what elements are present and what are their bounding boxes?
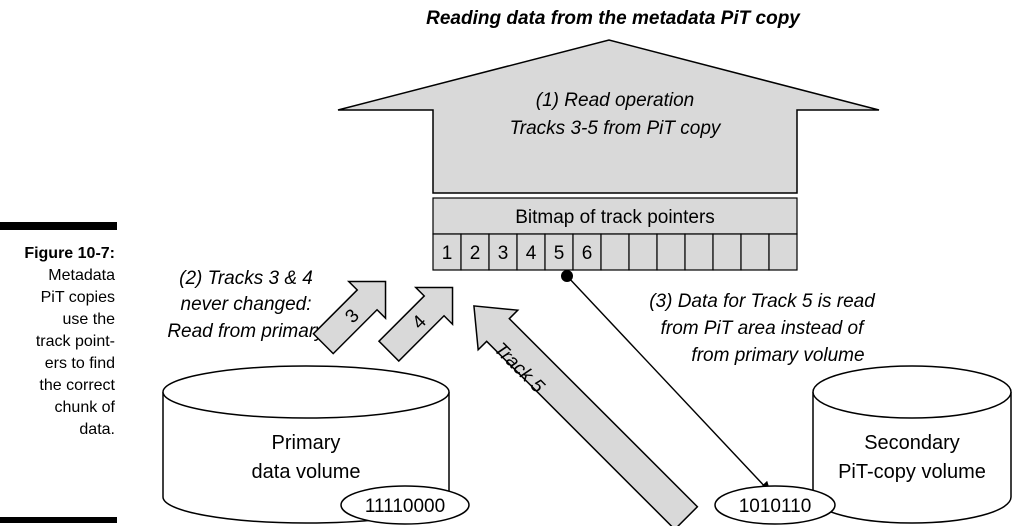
secondary-cylinder-top (812, 365, 1012, 419)
bitmap-cell-label: 1 (442, 243, 453, 264)
figure-description: Metadata PiT copies use the track point-… (35, 267, 115, 438)
bitmap-cell (656, 233, 686, 271)
diagram-title: Reading data from the metadata PiT copy (426, 8, 801, 29)
primary-volume: Primary data volume 11110000 (162, 365, 470, 525)
primary-volume-line2: data volume (252, 461, 361, 483)
caption-bottom-rule (0, 517, 117, 523)
bitmap-cell-label: 6 (582, 243, 593, 264)
primary-bits-oval (340, 485, 470, 525)
bitmap-cell-label: 3 (498, 243, 509, 264)
read-arrow-line1: (1) Read operation (536, 90, 694, 111)
note-primary-line3: Read from primary (167, 321, 326, 342)
bitmap-cell (460, 233, 490, 271)
bitmap-cell (712, 233, 742, 271)
track-4-arrow: 4 (377, 286, 454, 363)
note-pit-line2: from PiT area instead of (661, 318, 865, 339)
bitmap-cell-label: 2 (470, 243, 481, 264)
figure-label: Figure 10-7: (24, 245, 115, 262)
secondary-volume-line1: Secondary (864, 432, 960, 454)
note-pit-line1: (3) Data for Track 5 is read (649, 291, 876, 312)
bitmap-cell-label: 5 (554, 243, 565, 264)
read-operation-arrow (337, 39, 880, 194)
track-5-pointer-line (566, 275, 771, 493)
note-pit-line3: from primary volume (691, 345, 864, 366)
bitmap-cell (572, 233, 602, 271)
note-pit: (3) Data for Track 5 is read from PiT ar… (649, 291, 876, 366)
bitmap-cell (684, 233, 714, 271)
read-arrow-line2: Tracks 3-5 from PiT copy (510, 118, 722, 139)
bitmap-cell (768, 233, 798, 271)
track-5-pointer-dot (561, 270, 573, 282)
primary-bits: 11110000 (365, 496, 445, 517)
secondary-bits: 1010110 (739, 496, 812, 517)
bitmap-cell-label: 4 (526, 243, 537, 264)
bitmap-cell (516, 233, 546, 271)
bitmap-header-box (432, 197, 798, 235)
note-primary-line2: never changed: (181, 294, 312, 315)
note-primary-line1: (2) Tracks 3 & 4 (179, 268, 313, 289)
track-3-arrow: 3 (312, 280, 387, 355)
bitmap-cell (600, 233, 630, 271)
bitmap-cell (432, 233, 462, 271)
figure-caption: Figure 10-7: Metadata PiT copies use the… (0, 243, 115, 441)
secondary-volume-line2: PiT-copy volume (838, 461, 986, 483)
bitmap-cell (488, 233, 518, 271)
bitmap-header: Bitmap of track pointers (515, 207, 715, 228)
bitmap-cell (544, 233, 574, 271)
bitmap-cell (628, 233, 658, 271)
caption-top-rule (0, 222, 117, 230)
track-5-arrow (473, 305, 699, 526)
primary-volume-line1: Primary (272, 432, 341, 454)
bitmap-cell (740, 233, 770, 271)
note-primary: (2) Tracks 3 & 4 never changed: Read fro… (167, 268, 326, 342)
primary-cylinder-top (162, 365, 450, 419)
secondary-bits-oval (714, 485, 836, 525)
secondary-volume: Secondary PiT-copy volume 1010110 (714, 365, 1012, 525)
